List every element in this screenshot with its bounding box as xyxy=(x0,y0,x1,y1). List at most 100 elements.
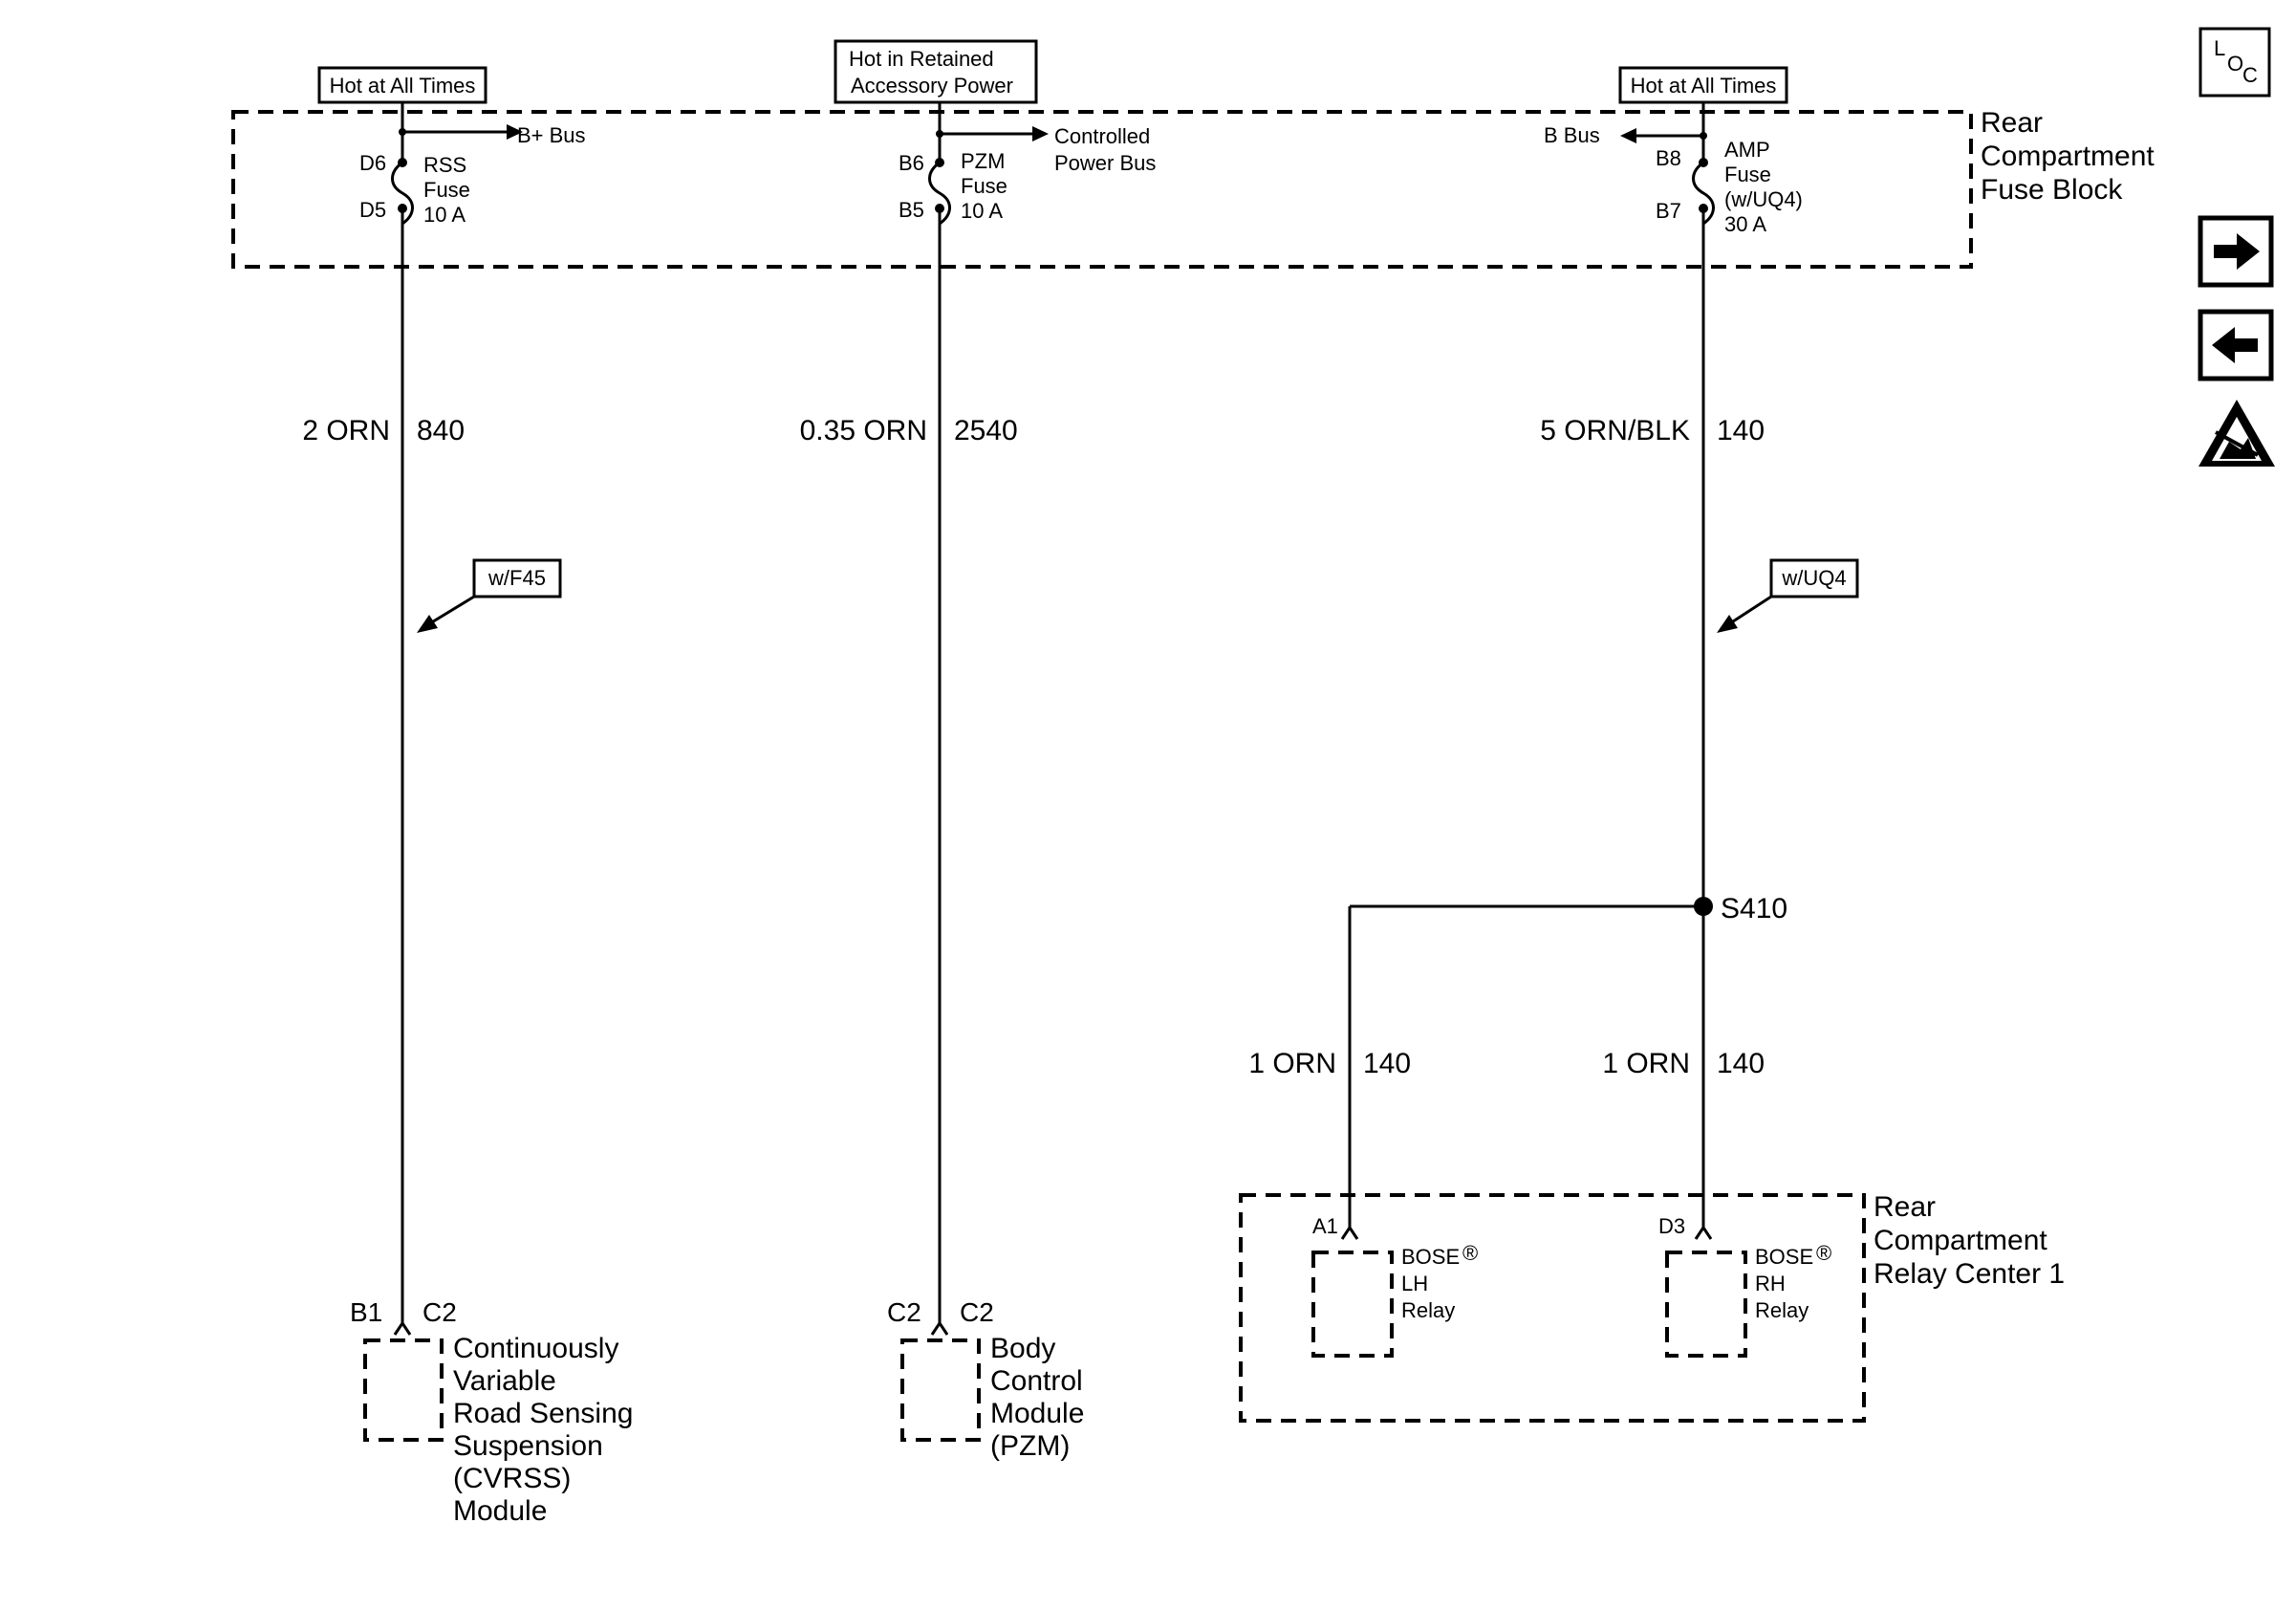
pzm-fuse-pin-out-label: B5 xyxy=(899,198,924,222)
option-left-label: w/F45 xyxy=(487,566,546,590)
amp-fuse-symbol xyxy=(1692,161,1715,226)
cvrss-name-line5: (CVRSS) xyxy=(453,1463,571,1494)
rh-relay-side: RH xyxy=(1755,1272,1786,1295)
rss-fuse-circuit xyxy=(391,102,523,1325)
wire-right-gauge-color: 5 ORN/BLK xyxy=(1540,415,1690,446)
wire-lh-branch-circuit: 140 xyxy=(1363,1048,1411,1079)
cvrss-name-line6: Module xyxy=(453,1495,547,1527)
wire-center-circuit: 2540 xyxy=(954,415,1018,446)
controlled-bus-arrow-head xyxy=(1032,126,1049,141)
rh-relay-type: Relay xyxy=(1755,1298,1809,1322)
pzm-fuse-type: Fuse xyxy=(961,174,1007,198)
esd-warning-icon xyxy=(2199,400,2275,467)
lh-relay-type: Relay xyxy=(1401,1298,1455,1322)
wire-rh-branch-circuit: 140 xyxy=(1717,1048,1765,1079)
cvrss-connector-symbol xyxy=(393,1320,412,1336)
option-left-callout: w/F45 xyxy=(417,558,562,633)
fuse-block-label-line2: Compartment xyxy=(1981,141,2155,172)
location-view-button[interactable]: L O C xyxy=(2199,27,2271,98)
rh-relay-outline xyxy=(1665,1251,1747,1358)
loc-o-glyph: O xyxy=(2227,52,2243,76)
pzm-fuse-circuit xyxy=(928,102,1049,1325)
bcm-connector-label: C2 xyxy=(960,1297,994,1327)
wire-right-circuit: 140 xyxy=(1717,415,1765,446)
power-label-right-text: Hot at All Times xyxy=(1631,74,1777,98)
power-label-center-line2: Accessory Power xyxy=(851,74,1013,98)
pzm-fuse-name: PZM xyxy=(961,149,1005,173)
lh-relay-registered-mark: ® xyxy=(1462,1241,1478,1265)
cvrss-name-line2: Variable xyxy=(453,1365,556,1397)
amp-fuse-circuit xyxy=(1620,102,1715,1229)
lh-relay-outline xyxy=(1311,1251,1394,1358)
rh-relay-brand: BOSE xyxy=(1755,1245,1813,1269)
fuse-block-outline xyxy=(231,110,1973,269)
lh-relay-pin-label: A1 xyxy=(1312,1214,1338,1238)
power-label-left-text: Hot at All Times xyxy=(330,74,476,98)
fuse-block-label-line1: Rear xyxy=(1981,107,2043,139)
cvrss-pin-label: B1 xyxy=(350,1297,382,1327)
lh-relay-brand: BOSE xyxy=(1401,1245,1460,1269)
bplus-bus-label: B+ Bus xyxy=(517,123,586,147)
rh-relay-connector-symbol xyxy=(1694,1225,1713,1240)
rh-relay-pin-label: D3 xyxy=(1658,1214,1685,1238)
cvrss-module-outline xyxy=(363,1338,444,1442)
controlled-bus-label-line2: Power Bus xyxy=(1054,151,1156,175)
cvrss-name-line4: Suspension xyxy=(453,1430,603,1462)
loc-c-glyph: C xyxy=(2242,63,2258,87)
bplus-bus-arrow-head xyxy=(507,124,523,140)
arrow-right-icon xyxy=(2214,233,2260,270)
rss-fuse-rating: 10 A xyxy=(423,203,466,227)
arrow-left-icon xyxy=(2212,327,2258,363)
relay-center-label-line1: Rear xyxy=(1874,1191,1936,1223)
fuse-block-label-line3: Fuse Block xyxy=(1981,174,2123,206)
bcm-module xyxy=(900,1320,981,1442)
bcm-connector-symbol xyxy=(930,1320,949,1336)
wire-left-gauge-color: 2 ORN xyxy=(302,415,390,446)
rss-fuse-symbol xyxy=(391,161,414,226)
pzm-fuse-pin-in-label: B6 xyxy=(899,151,924,175)
pzm-fuse-symbol xyxy=(928,161,951,226)
b-bus-label: B Bus xyxy=(1544,123,1600,147)
rss-fuse-type: Fuse xyxy=(423,178,470,202)
option-right-label: w/UQ4 xyxy=(1781,566,1846,590)
b-bus-arrow-head xyxy=(1620,128,1636,143)
bcm-pin-label: C2 xyxy=(887,1297,921,1327)
bose-rh-relay xyxy=(1665,1225,1747,1358)
lh-relay-connector-symbol xyxy=(1340,1225,1359,1240)
option-right-callout: w/UQ4 xyxy=(1717,558,1859,633)
lh-relay-side: LH xyxy=(1401,1272,1428,1295)
power-label-center: Hot in Retained Accessory Power xyxy=(834,39,1038,104)
bcm-name-line3: Module xyxy=(990,1398,1084,1429)
relay-center-label-line3: Relay Center 1 xyxy=(1874,1258,2065,1290)
amp-fuse-type: Fuse xyxy=(1724,163,1771,186)
esd-warning-button[interactable] xyxy=(2199,400,2275,467)
power-label-center-line1: Hot in Retained xyxy=(849,47,994,71)
bcm-name-line1: Body xyxy=(990,1333,1055,1364)
next-page-button[interactable] xyxy=(2198,215,2274,288)
bcm-module-outline xyxy=(900,1338,981,1442)
amp-fuse-name: AMP xyxy=(1724,138,1770,162)
rss-fuse-name: RSS xyxy=(423,153,466,177)
rss-fuse-pin-out-label: D5 xyxy=(359,198,386,222)
amp-fuse-pin-in-label: B8 xyxy=(1656,146,1681,170)
splice-label: S410 xyxy=(1721,893,1787,925)
wire-lh-branch-gauge-color: 1 ORN xyxy=(1248,1048,1336,1079)
cvrss-name-line3: Road Sensing xyxy=(453,1398,633,1429)
amp-fuse-pin-out-label: B7 xyxy=(1656,199,1681,223)
bcm-name-line4: (PZM) xyxy=(990,1430,1070,1462)
cvrss-name-line1: Continuously xyxy=(453,1333,618,1364)
amp-fuse-option: (w/UQ4) xyxy=(1724,187,1803,211)
splice-s410 xyxy=(1348,897,1713,1229)
controlled-bus-label-line1: Controlled xyxy=(1054,124,1150,148)
relay-center-outline xyxy=(1239,1193,1866,1423)
rss-fuse-pin-in-label: D6 xyxy=(359,151,386,175)
relay-center-label-line2: Compartment xyxy=(1874,1225,2047,1256)
amp-fuse-rating: 30 A xyxy=(1724,212,1766,236)
previous-page-button[interactable] xyxy=(2198,309,2274,381)
wire-left-circuit: 840 xyxy=(417,415,465,446)
power-label-right: Hot at All Times xyxy=(1618,66,1788,104)
loc-l-glyph: L xyxy=(2214,36,2225,60)
bose-lh-relay xyxy=(1311,1225,1394,1358)
pzm-fuse-rating: 10 A xyxy=(961,199,1003,223)
